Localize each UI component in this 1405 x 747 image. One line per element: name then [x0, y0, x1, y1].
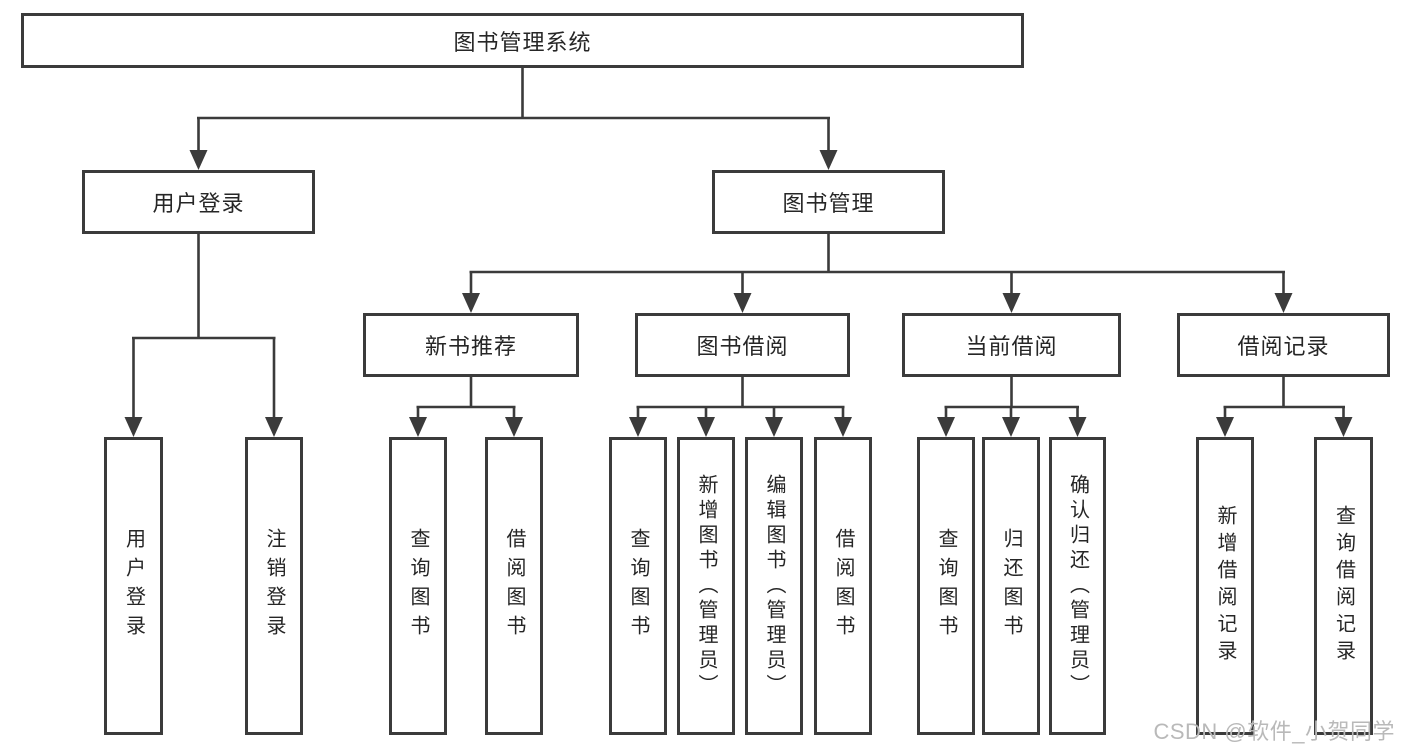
leaf-return-book: 归还图书 — [982, 437, 1040, 735]
node-new-book-recommend: 新书推荐 — [363, 313, 579, 377]
connector-new-book-recommend-to-leaves — [409, 377, 523, 437]
node-current-borrow: 当前借阅 — [902, 313, 1121, 377]
leaf-borrow-books-recommend: 借阅图书 — [485, 437, 543, 735]
leaf-query-books-current: 查询图书 — [917, 437, 975, 735]
connector-book-management-to-level3 — [462, 234, 1293, 313]
node-user-login: 用户登录 — [82, 170, 315, 234]
connector-book-borrow-to-leaves — [629, 377, 852, 437]
leaf-borrow-books: 借阅图书 — [814, 437, 872, 735]
leaf-query-books-borrow: 查询图书 — [609, 437, 667, 735]
leaf-add-book-admin: 新增图书（管理员） — [677, 437, 735, 735]
connector-borrow-records-to-leaves — [1216, 377, 1353, 437]
leaf-logout: 注销登录 — [245, 437, 303, 735]
leaf-query-borrow-record: 查询借阅记录 — [1314, 437, 1373, 735]
csdn-watermark: CSDN @软件_小贺同学 — [1153, 719, 1395, 744]
connector-root-to-level2 — [189, 68, 838, 170]
leaf-confirm-return-admin: 确认归还（管理员） — [1049, 437, 1106, 735]
node-borrow-records: 借阅记录 — [1177, 313, 1390, 377]
leaf-user-login: 用户登录 — [104, 437, 163, 735]
node-book-management: 图书管理 — [712, 170, 945, 234]
leaf-edit-book-admin: 编辑图书（管理员） — [745, 437, 803, 735]
leaf-add-borrow-record: 新增借阅记录 — [1196, 437, 1254, 735]
node-book-borrow: 图书借阅 — [635, 313, 850, 377]
connector-current-borrow-to-leaves — [937, 377, 1087, 437]
connector-user-login-to-leaves — [124, 234, 283, 437]
leaf-query-books-recommend: 查询图书 — [389, 437, 447, 735]
node-root-system: 图书管理系统 — [21, 13, 1024, 68]
